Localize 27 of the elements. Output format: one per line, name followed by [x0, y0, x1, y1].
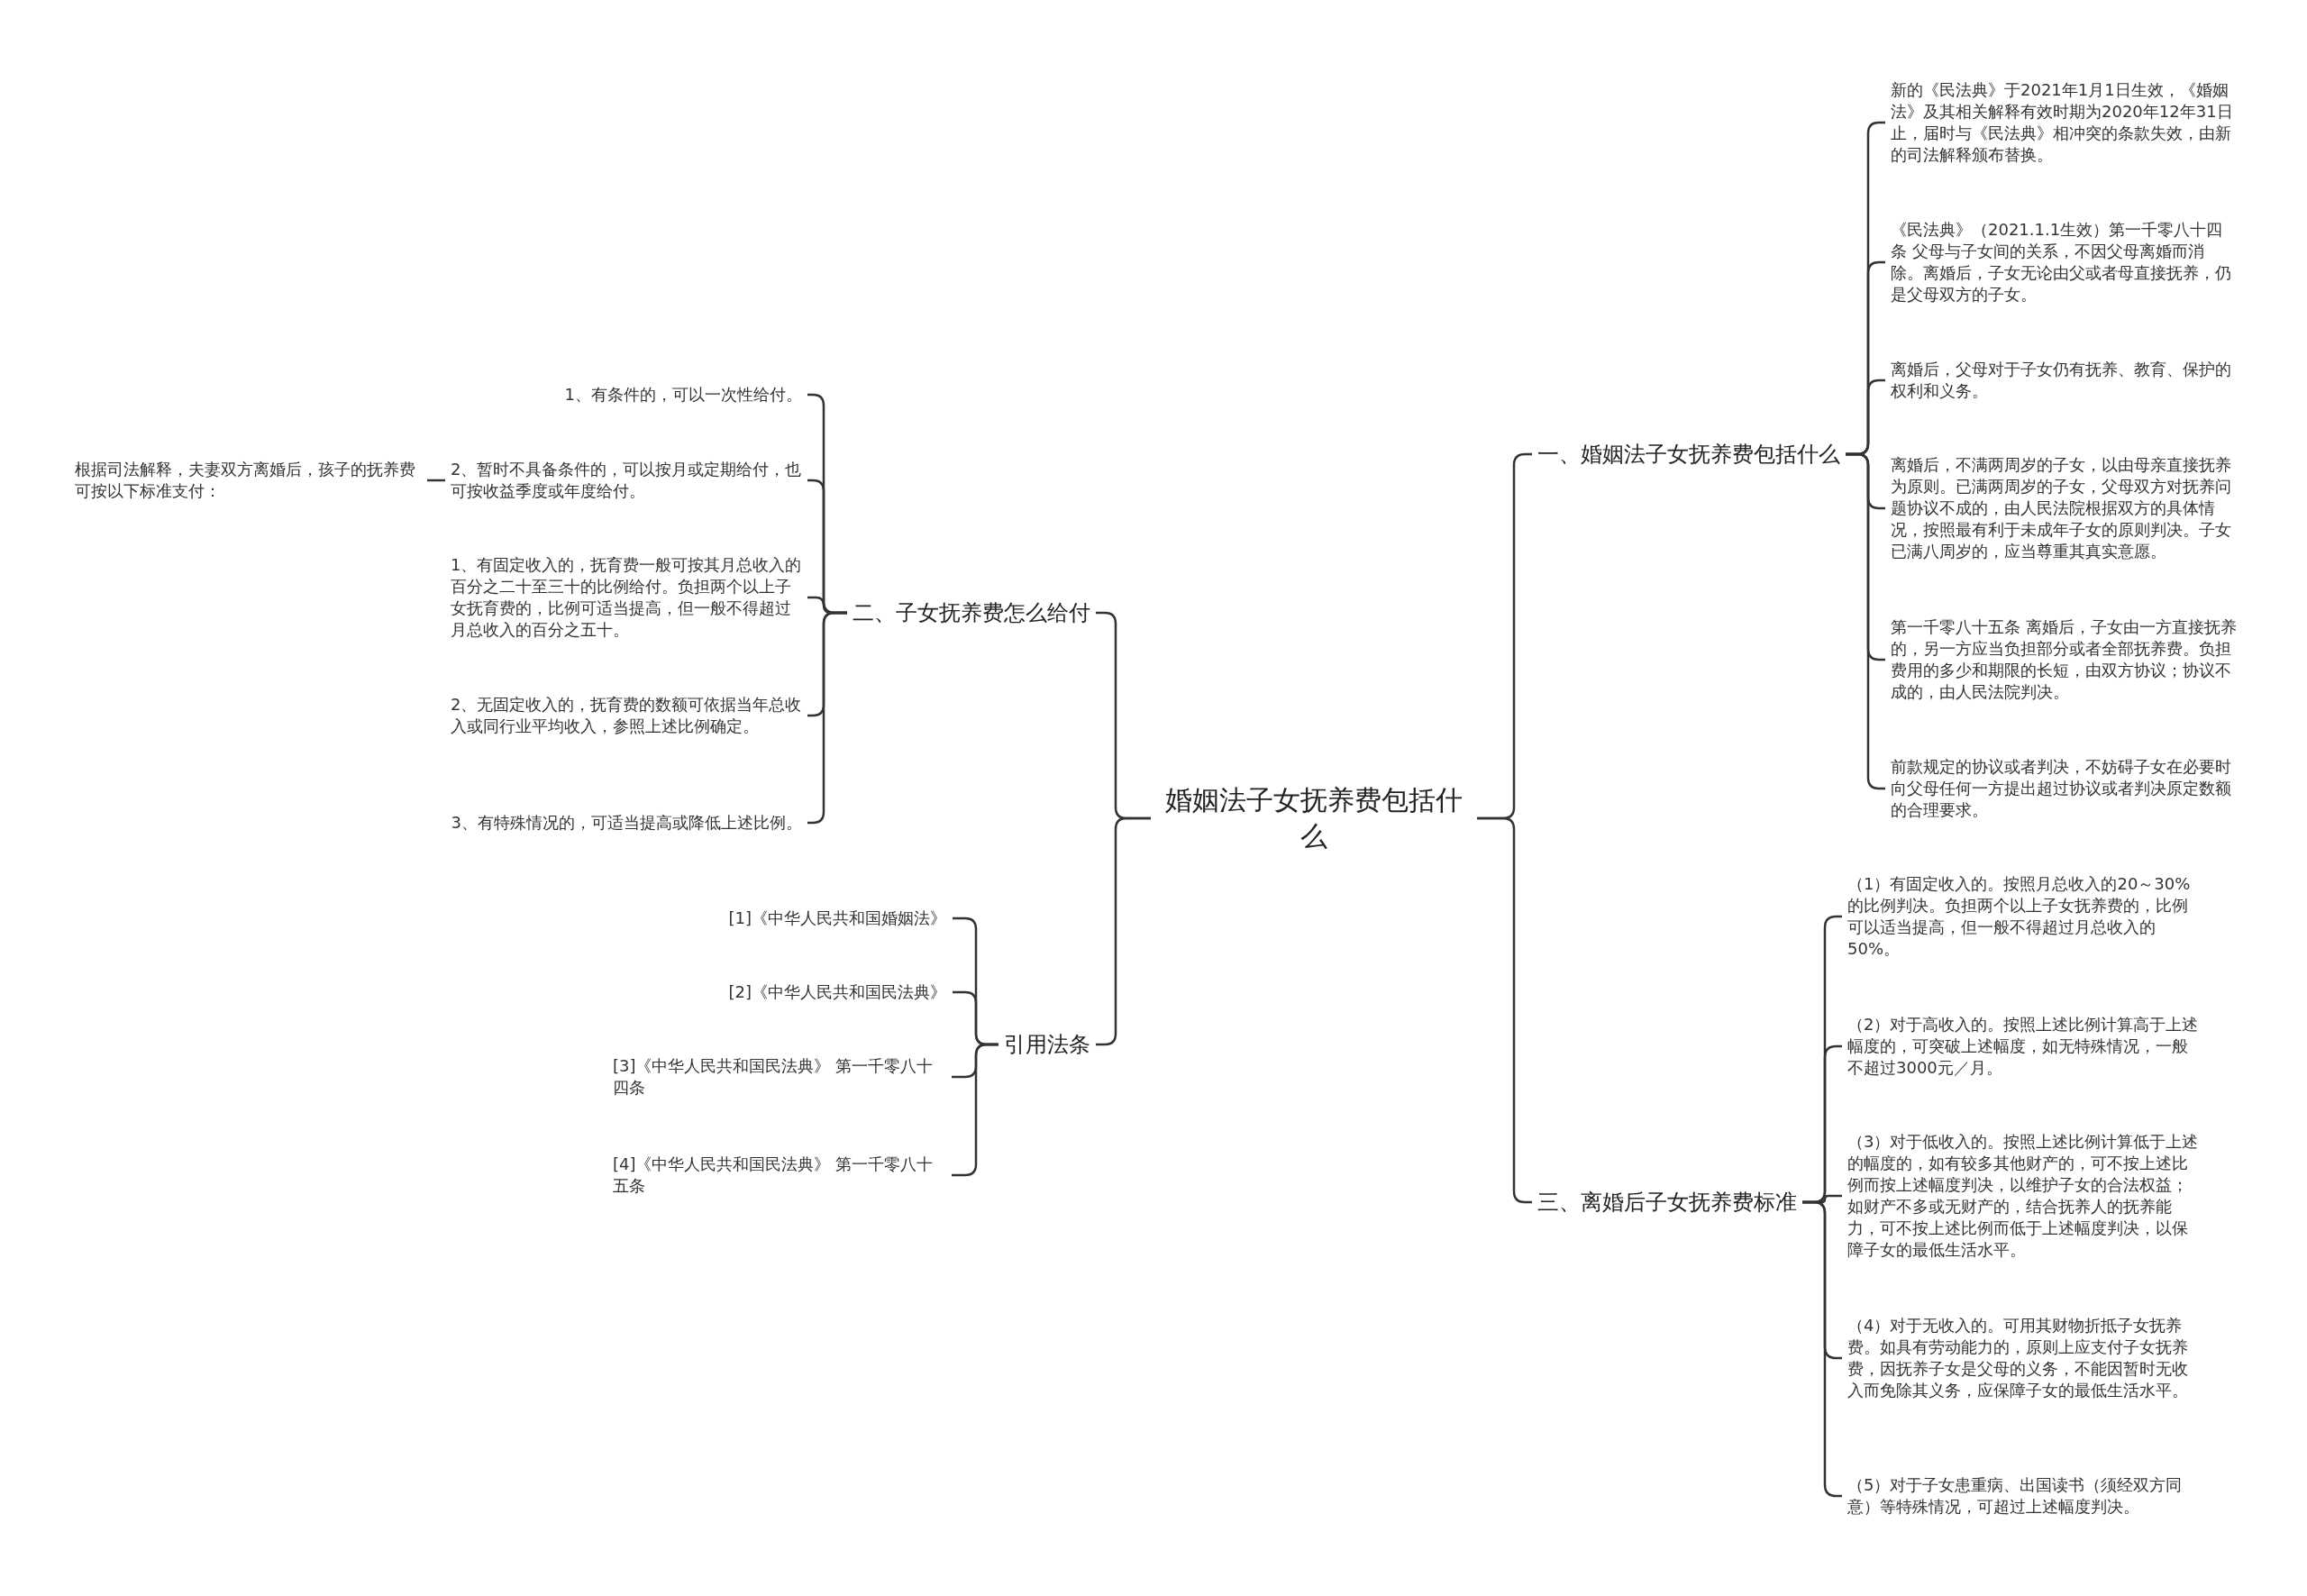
leaf-text: 新的《民法典》于2021年1月1日生效，《婚姻法》及其相关解释有效时期为2020年12年31日止，届时与《民法典》相冲突的条款失效，由新的司法解释颁布替换。: [1891, 79, 2234, 166]
central-topic: 婚姻法子女抚养费包括什么: [1164, 783, 1464, 853]
leaf-text: [1]《中华人民共和国婚姻法》: [728, 907, 946, 929]
connector-line: [427, 479, 445, 482]
leaf-text: 前款规定的协议或者判决，不妨碍子女在必要时向父母任何一方提出超过协议或者判决原定数额的合理要求。: [1891, 756, 2232, 821]
branch-topic: 二、子女抚养费怎么给付: [853, 599, 1090, 627]
leaf-text: [3]《中华人民共和国民法典》 第一千零八十四条: [613, 1055, 935, 1099]
leaf-text: （2）对于高收入的。按照上述比例计算高于上述幅度的，可突破上述幅度，如无特殊情况，一般不超过3000元／月。: [1847, 1014, 2199, 1079]
leaf-text: 3、有特殊情况的，可适当提高或降低上述比例。: [451, 812, 802, 834]
leaf-text: （3）对于低收入的。按照上述比例计算低于上述的幅度的，如有较多其他财产的，可不按上述比例而按上述幅度判决，以维护子女的合法权益；如财产不多或无财产的，结合抚养人的抚养能力，可不按上述比例而低于上述幅度判决，以保障子女的最低生活水平。: [1847, 1131, 2199, 1261]
leaf-text: 根据司法解释，夫妻双方离婚后，孩子的抚养费可按以下标准支付：: [75, 459, 416, 502]
branch-topic: 三、离婚后子女抚养费标准: [1537, 1189, 1797, 1217]
leaf-text: 2、暂时不具备条件的，可以按月或定期给付，也可按收益季度或年度给付。: [451, 459, 802, 502]
leaf-text: 1、有条件的，可以一次性给付。: [564, 384, 802, 406]
leaf-text: 离婚后，父母对于子女仍有抚养、教育、保护的权利和义务。: [1891, 359, 2232, 402]
leaf-text: （5）对于子女患重病、出国读书（须经双方同意）等特殊情况，可超过上述幅度判决。: [1847, 1474, 2184, 1518]
leaf-text: 2、无固定收入的，抚育费的数额可依据当年总收入或同行业平均收入，参照上述比例确定。: [451, 694, 802, 737]
branch-topic: 引用法条: [1004, 1031, 1090, 1059]
leaf-text: 1、有固定收入的，抚育费一般可按其月总收入的百分之二十至三十的比例给付。负担两个以上子女抚育费的，比例可适当提高，但一般不得超过月总收入的百分之五十。: [451, 554, 802, 641]
leaf-text: （1）有固定收入的。按照月总收入的20～30%的比例判决。负担两个以上子女抚养费的，比例可以适当提高，但一般不得超过月总收入的50%。: [1847, 873, 2192, 960]
leaf-text: 《民法典》（2021.1.1生效）第一千零八十四条 父母与子女间的关系，不因父母离婚而消除。离婚后，子女无论由父或者母直接抚养，仍是父母双方的子女。: [1891, 219, 2231, 306]
leaf-text: （4）对于无收入的。可用其财物折抵子女抚养费。如具有劳动能力的，原则上应支付子女抚养费，因抚养子女是父母的义务，不能因暂时无收入而免除其义务，应保障子女的最低生活水平。: [1847, 1315, 2189, 1401]
leaf-text: [2]《中华人民共和国民法典》: [728, 981, 946, 1003]
branch-topic: 一、婚姻法子女抚养费包括什么: [1537, 441, 1840, 469]
leaf-text: [4]《中华人民共和国民法典》 第一千零八十五条: [613, 1154, 935, 1197]
leaf-text: 第一千零八十五条 离婚后，子女由一方直接抚养的，另一方应当负担部分或者全部抚养费。负担费用的多少和期限的长短，由双方协议；协议不成的，由人民法院判决。: [1891, 616, 2238, 703]
leaf-text: 离婚后，不满两周岁的子女，以由母亲直接抚养为原则。已满两周岁的子女，父母双方对抚养问题协议不成的，由人民法院根据双方的具体情况，按照最有利于未成年子女的原则判决。子女已满八周岁的，应当尊重其真实意愿。: [1891, 454, 2232, 562]
